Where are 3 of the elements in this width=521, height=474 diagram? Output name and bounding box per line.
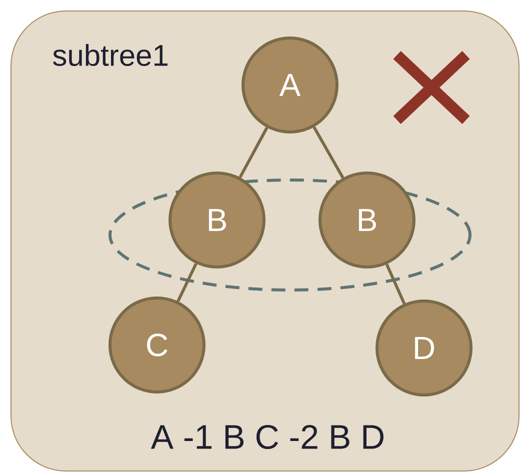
tree-edge <box>238 126 268 178</box>
tree-edge <box>312 126 344 179</box>
tree-edge <box>385 264 406 304</box>
